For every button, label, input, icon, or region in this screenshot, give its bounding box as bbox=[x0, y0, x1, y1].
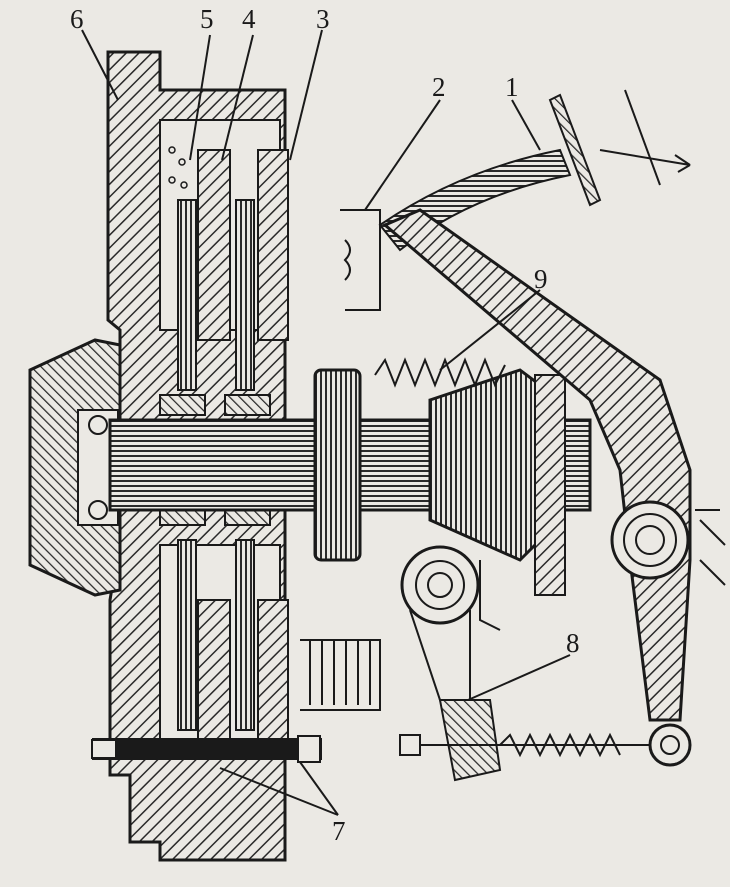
callout-8: 8 bbox=[566, 628, 580, 658]
release-sleeve bbox=[313, 368, 566, 596]
leader-lines bbox=[81, 29, 571, 816]
pivot-link bbox=[399, 545, 650, 782]
callout-5: 5 bbox=[200, 4, 214, 34]
callout-6: 6 bbox=[70, 4, 84, 34]
clutch-discs bbox=[168, 146, 289, 751]
release-fork bbox=[382, 208, 726, 767]
return-spring bbox=[374, 357, 506, 388]
callout-4: 4 bbox=[242, 4, 256, 34]
callout-2: 2 bbox=[432, 72, 446, 102]
callout-3: 3 bbox=[316, 4, 330, 34]
callout-9: 9 bbox=[534, 264, 548, 294]
callout-7: 7 bbox=[332, 816, 346, 846]
callout-1: 1 bbox=[505, 72, 519, 102]
crankshaft-end bbox=[28, 338, 122, 597]
pressure-springs bbox=[300, 209, 381, 711]
clamp-bolts bbox=[91, 735, 322, 763]
